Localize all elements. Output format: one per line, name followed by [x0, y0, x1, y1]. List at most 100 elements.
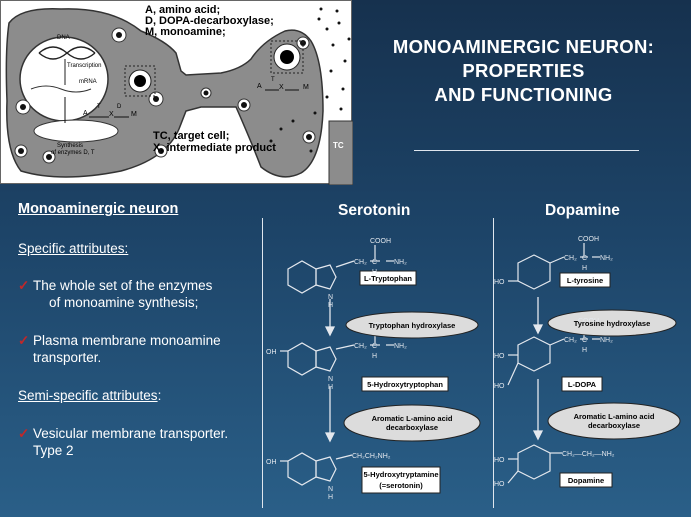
- specific-attributes-label: Specific attributes:: [18, 241, 129, 256]
- dopamine-product-label: Dopamine: [568, 476, 604, 485]
- neuron-schematic: A, amino acid; D, DOPA-decarboxylase; M,…: [0, 0, 353, 185]
- left-heading: Monoaminergic neuron: [18, 201, 179, 217]
- aadc-label-1a: Aromatic L-amino acid: [372, 414, 453, 423]
- item2-line1: Plasma membrane monoamine: [33, 333, 221, 348]
- molecule-structures: [280, 243, 600, 486]
- ho-label-2: HO: [494, 353, 505, 360]
- cooh-label-4: COOH: [578, 318, 599, 325]
- serotonin-header: Serotonin: [338, 202, 411, 219]
- tryptophan-hydroxylase-label: Tryptophan hydroxylase: [369, 321, 456, 330]
- semi-specific-text: Semi-specific attributes: [18, 388, 158, 403]
- check-icon-3: ✓: [18, 426, 30, 441]
- ch2-label-3: CH₂: [564, 255, 577, 262]
- aadc-label-1b: decarboxylase: [386, 423, 438, 432]
- nh-label-3: N: [328, 486, 333, 493]
- ho-label-1: HO: [494, 279, 505, 286]
- dopamine-header: Dopamine: [545, 202, 620, 219]
- aadc-label-2a: Aromatic L-amino acid: [574, 412, 655, 421]
- c-label-1: C: [372, 259, 377, 266]
- letter-t: T: [97, 104, 101, 110]
- letter-d: D: [117, 104, 122, 110]
- check-icon-2: ✓: [18, 333, 30, 348]
- nh-h-label-3: H: [328, 494, 333, 501]
- letter-x-terminal: X: [279, 84, 284, 91]
- box-labels: L-Tryptophan Tryptophan hydroxylase 5-Hy…: [363, 274, 654, 490]
- nh2-label-3: NH₂: [600, 255, 613, 262]
- serotonin-product-label-b: (=serotonin): [379, 481, 423, 490]
- letter-m-terminal: M: [303, 84, 309, 91]
- product-boxes: [359, 270, 613, 494]
- title-divider: [414, 150, 639, 151]
- dna-label: DNA: [57, 35, 70, 41]
- cooh-label-3: COOH: [578, 236, 599, 243]
- legend-intermediate-product: X, intermediate product: [153, 142, 276, 154]
- c-label-3: C: [582, 255, 587, 262]
- h-label-1: H: [372, 269, 377, 276]
- legend-target-cell: TC, target cell;: [153, 130, 230, 142]
- legend-amino-acid: A, amino acid;: [145, 4, 221, 16]
- 5-hydroxytryptophan-label: 5-Hydroxytryptophan: [367, 380, 443, 389]
- legend-dopa-decarboxylase: D, DOPA-decarboxylase;: [145, 15, 274, 27]
- aadc-label-2b: decarboxylase: [588, 421, 640, 430]
- nh-label-1: N: [328, 294, 333, 301]
- nh2-label-1: NH₂: [394, 259, 407, 266]
- ch2-label-1: CH₂: [354, 259, 367, 266]
- neuron-drawing: [5, 7, 353, 185]
- legend-monoamine: M, monoamine;: [145, 26, 226, 38]
- l-tryptophan-label: L-Tryptophan: [364, 274, 412, 283]
- biosynthesis-pathways: COOH CH₂ C H NH₂ N H OH COOH CH₂ C H NH₂…: [266, 236, 681, 501]
- letter-a-terminal: A: [257, 83, 262, 90]
- ho-label-5: HO: [494, 481, 505, 488]
- of-enzymes-label: of enzymes D, T: [51, 150, 95, 156]
- slide-title: MONOAMINERGIC NEURON: PROPERTIES AND FUN…: [356, 35, 691, 107]
- item3-line1: Vesicular membrane transporter.: [33, 426, 229, 441]
- item1-line2: of monoamine synthesis;: [49, 295, 199, 310]
- ch2ch2nh2-label: CH₂CH₂NH₂: [352, 453, 391, 460]
- nh-label-2: N: [328, 376, 333, 383]
- l-tyrosine-label: L-tyrosine: [567, 276, 603, 285]
- tyrosine-hydroxylase-label: Tyrosine hydroxylase: [574, 319, 651, 328]
- oh-label-2: OH: [266, 459, 277, 466]
- pathway-arrows: [324, 297, 544, 443]
- synthesis-label: Synthesis: [57, 143, 84, 149]
- title-line-3: AND FUNCTIONING: [434, 84, 613, 105]
- divider-left: [262, 218, 263, 508]
- nh2-label-4: NH₂: [600, 337, 613, 344]
- item2-line2: transporter.: [33, 350, 102, 365]
- ch2-label-2: CH₂: [354, 343, 367, 350]
- letter-x: X: [109, 111, 114, 118]
- title-line-2: PROPERTIES: [462, 60, 585, 81]
- ho-label-4: HO: [494, 457, 505, 464]
- cooh-label-1: COOH: [370, 238, 391, 245]
- c-label-2: C: [372, 343, 377, 350]
- mrna-label: mRNA: [79, 79, 97, 85]
- nh-h-label-1: H: [328, 302, 333, 309]
- oh-label-1: OH: [266, 349, 277, 356]
- c-label-4: C: [582, 337, 587, 344]
- tc-label: TC: [333, 141, 344, 150]
- enzyme-ovals: [343, 309, 681, 442]
- letter-m: M: [131, 111, 137, 118]
- l-dopa-label: L-DOPA: [568, 380, 597, 389]
- cooh-label-2: COOH: [370, 322, 391, 329]
- divider-right: [493, 218, 494, 508]
- ch2-label-4: CH₂: [564, 337, 577, 344]
- chem-labels: COOH CH₂ C H NH₂ N H OH COOH CH₂ C H NH₂…: [266, 236, 615, 501]
- transcription-label: Transcription: [67, 63, 102, 69]
- item3-line2: Type 2: [33, 443, 74, 458]
- h-label-3: H: [582, 265, 587, 272]
- nh-h-label-2: H: [328, 384, 333, 391]
- ho-label-3: HO: [494, 383, 505, 390]
- semi-specific-attributes-label: Semi-specific attributes:: [18, 387, 161, 404]
- serotonin-product-label-a: 5-Hydroxytryptamine: [363, 470, 438, 479]
- item1-line1: The whole set of the enzymes: [33, 278, 213, 293]
- h-label-4: H: [582, 347, 587, 354]
- h-label-2: H: [372, 353, 377, 360]
- letter-t-terminal: T: [271, 77, 275, 83]
- ch2ch2nh2-dop-label: CH₂—CH₂—NH₂: [562, 451, 615, 458]
- semi-specific-colon: :: [157, 388, 162, 403]
- nh2-label-2: NH₂: [394, 343, 407, 350]
- title-line-1: MONOAMINERGIC NEURON:: [392, 36, 655, 57]
- letter-a: A: [83, 110, 88, 117]
- check-icon-1: ✓: [18, 278, 30, 293]
